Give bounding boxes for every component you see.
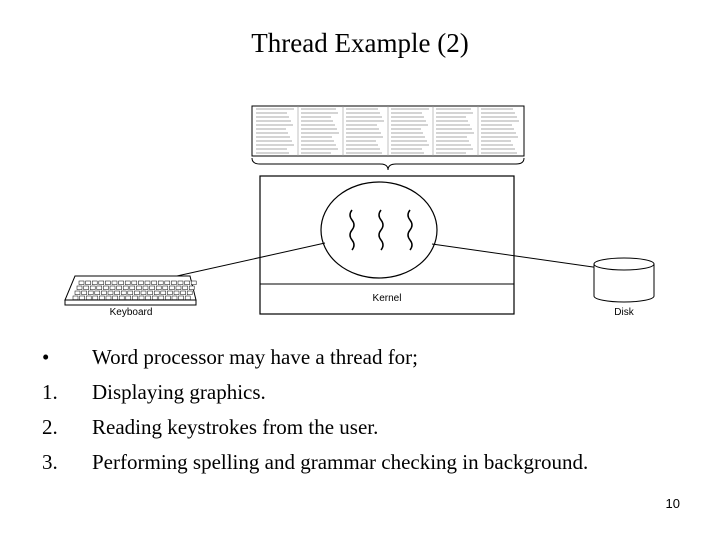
- keyboard-icon: [64, 275, 197, 306]
- disk-label: Disk: [614, 307, 634, 318]
- list-item: • Word processor may have a thread for;: [42, 340, 588, 375]
- bullet-list: • Word processor may have a thread for; …: [42, 340, 588, 480]
- threads-ellipse: [320, 181, 438, 279]
- list-text: Word processor may have a thread for;: [92, 345, 419, 369]
- document-pages: [251, 105, 525, 171]
- list-item: 2. Reading keystrokes from the user.: [42, 410, 588, 445]
- list-marker: 1.: [42, 380, 58, 404]
- list-item: 1. Displaying graphics.: [42, 375, 588, 410]
- kernel-label: Kernel: [373, 293, 402, 304]
- list-marker: •: [42, 345, 50, 369]
- slide-title: Thread Example (2): [251, 28, 469, 58]
- thread-squiggles: [349, 209, 413, 251]
- list-text: Reading keystrokes from the user.: [92, 415, 379, 439]
- disk-icon: [593, 257, 655, 303]
- list-text: Displaying graphics.: [92, 380, 266, 404]
- page-number: 10: [665, 496, 680, 511]
- list-marker: 3.: [42, 450, 58, 474]
- list-item: 3. Performing spelling and grammar check…: [42, 445, 588, 480]
- keyboard-label: Keyboard: [110, 307, 153, 318]
- list-text: Performing spelling and grammar checking…: [92, 450, 589, 474]
- list-marker: 2.: [42, 415, 58, 439]
